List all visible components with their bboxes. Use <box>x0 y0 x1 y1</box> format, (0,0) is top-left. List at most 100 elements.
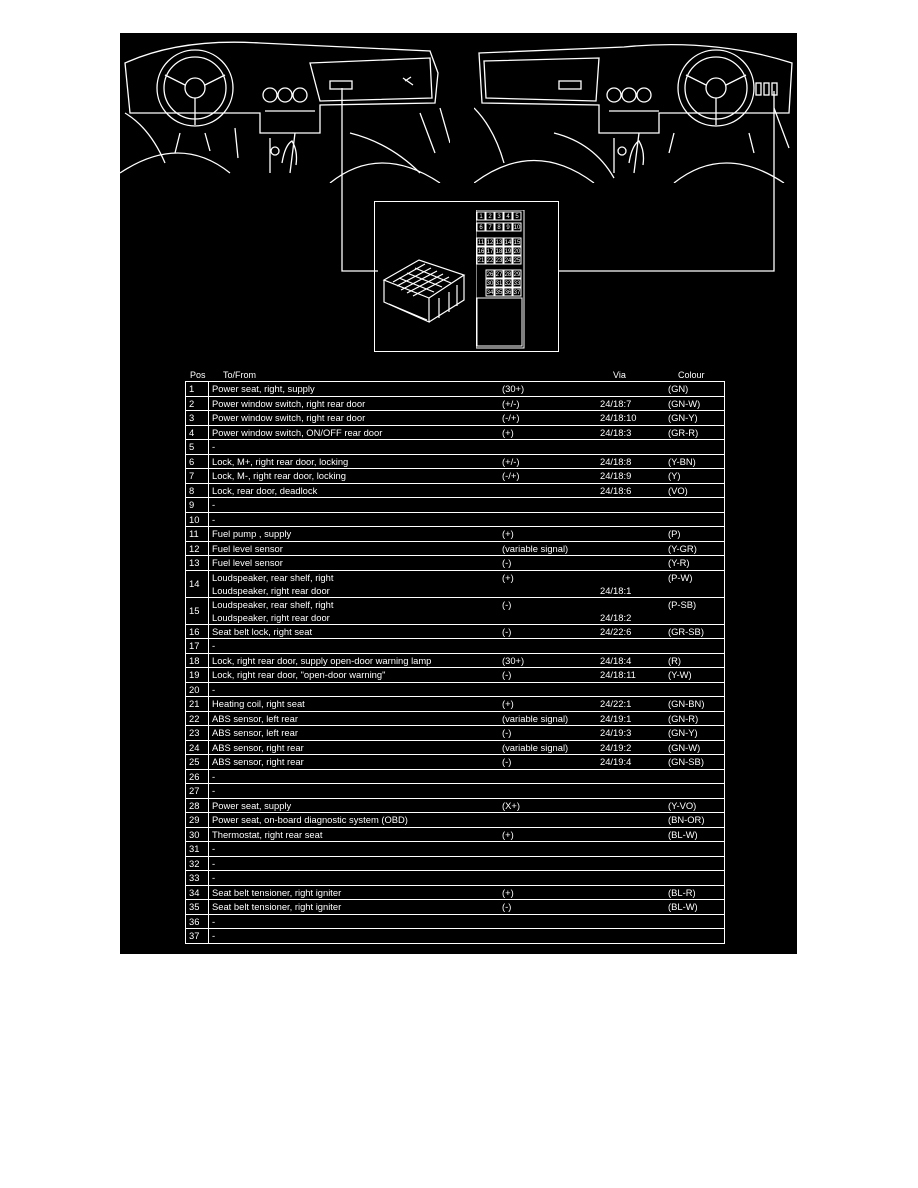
row-content-cell: ABS sensor, right rear(variable signal)2… <box>208 739 725 755</box>
pos-cell: 12 <box>185 540 209 556</box>
to-from-text: Fuel level sensor <box>212 557 283 569</box>
row-content-cell: Thermostat, right rear seat(+)(BL-W) <box>208 826 725 842</box>
connector-pin-cell <box>494 255 504 265</box>
row-content-cell: - <box>208 511 725 527</box>
row-content-cell: Heating coil, right seat(+)24/22:1(GN-BN… <box>208 696 725 712</box>
row-content-cell: Seat belt tensioner, right igniter(+)(BL… <box>208 884 725 900</box>
connector-pin-cell <box>494 269 504 279</box>
connector-pin-label: 2 <box>488 214 492 220</box>
via-text: 24/18:8 <box>600 455 632 467</box>
to-from-text-secondary: Loudspeaker, right rear door <box>212 584 330 596</box>
to-from-text: Loudspeaker, rear shelf, right <box>212 571 334 583</box>
connector-pin-label: 23 <box>496 258 503 264</box>
connector-pin-cell <box>476 237 486 247</box>
to-from-text: ABS sensor, right rear <box>212 756 304 768</box>
connector-pin-cell <box>503 278 513 288</box>
connector-pin-label: 5 <box>515 214 519 220</box>
to-from-text: Heating coil, right seat <box>212 698 305 710</box>
signal-text: (+/-) <box>502 455 520 467</box>
leader-lines <box>341 88 775 272</box>
pos-cell: 2 <box>185 395 209 411</box>
colour-text: (VO) <box>668 484 688 496</box>
row-content-cell: Fuel pump , supply (+) (P) <box>208 526 725 542</box>
via-text: 24/18:9 <box>600 470 632 482</box>
connector-pin-cell <box>512 211 522 221</box>
row-content-cell: Seat belt lock, right seat(-)24/22:6(GR-… <box>208 623 725 639</box>
to-from-text: - <box>212 441 216 453</box>
colour-text: (BL-W) <box>668 901 698 913</box>
via-text: 24/18:7 <box>600 397 632 409</box>
to-from-text: Lock, right rear door, supply open-door … <box>212 654 432 666</box>
signal-text: (+) <box>502 528 514 540</box>
connector-pin-label: 7 <box>488 225 492 231</box>
to-from-text: - <box>212 930 216 942</box>
pos-cell: 16 <box>185 623 209 639</box>
pos-cell: 36 <box>185 913 209 929</box>
to-from-text: Fuel pump , supply <box>212 528 292 540</box>
to-from-text: - <box>212 915 216 927</box>
row-content-cell: ABS sensor, left rear(variable signal)24… <box>208 710 725 726</box>
via-text: 24/18:11 <box>600 669 636 681</box>
row-content-cell: - <box>208 497 725 513</box>
colour-text: (GN-R) <box>668 712 699 724</box>
connector-pin-cell <box>512 246 522 256</box>
signal-text: (-/+) <box>502 412 520 424</box>
colour-text: (P) <box>668 528 681 540</box>
to-from-text: Lock, rear door, deadlock <box>212 484 318 496</box>
to-from-text: - <box>212 499 216 511</box>
to-from-text: - <box>212 683 216 695</box>
connector-pin-label: 11 <box>478 240 485 246</box>
pos-cell: 18 <box>185 652 209 668</box>
to-from-text-secondary: Loudspeaker, right rear door <box>212 611 330 623</box>
pos-cell: 22 <box>185 710 209 726</box>
colour-text: (BL-R) <box>668 886 696 898</box>
header-colour: Colour <box>678 370 705 380</box>
to-from-text: - <box>212 785 216 797</box>
signal-text: (-) <box>502 756 512 768</box>
connector-pin-label: 29 <box>514 272 521 278</box>
table-row: 9- <box>185 497 725 513</box>
row-content-cell: Power window switch, right rear door(+/-… <box>208 395 725 411</box>
pos-cell: 32 <box>185 855 209 871</box>
signal-text: (-) <box>502 557 512 569</box>
connector-pin-cell <box>503 287 513 297</box>
row-content-cell: - <box>208 855 725 871</box>
colour-text: (Y-BN) <box>668 455 696 467</box>
connector-pin-cell <box>494 278 504 288</box>
header-to-from: To/From <box>223 370 257 380</box>
connector-pin-label: 9 <box>506 225 510 231</box>
pos-cell: 28 <box>185 797 209 813</box>
connector-pin-cell <box>494 287 504 297</box>
pos-cell: 30 <box>185 826 209 842</box>
pos-cell: 25 <box>185 754 209 770</box>
colour-text: (P-SB) <box>668 598 697 610</box>
connector-pin-cell <box>476 246 486 256</box>
signal-text: (-) <box>502 727 512 739</box>
connector-pin-label: 35 <box>496 290 503 296</box>
connector-pin-label: 6 <box>479 225 483 231</box>
connector-pin-label: 17 <box>487 249 494 255</box>
table-row: 5- <box>185 439 725 455</box>
to-from-text: Lock, M-, right rear door, locking <box>212 470 346 482</box>
pos-cell: 33 <box>185 870 209 886</box>
to-from-text: Fuel level sensor <box>212 542 283 554</box>
to-from-text: - <box>212 843 216 855</box>
to-from-text: Power seat, supply <box>212 799 292 811</box>
via-text: 24/19:4 <box>600 756 632 768</box>
to-from-text: Power window switch, right rear door <box>212 412 366 424</box>
to-from-text: - <box>212 513 216 525</box>
pos-cell: 20 <box>185 681 209 697</box>
connector-pin-label: 27 <box>496 272 503 278</box>
pos-cell: 6 <box>185 453 209 469</box>
connector-pin-label: 30 <box>487 281 494 287</box>
row-content-cell: - <box>208 870 725 886</box>
connector-pin-cell <box>512 278 522 288</box>
table-row: 37- <box>185 928 725 944</box>
